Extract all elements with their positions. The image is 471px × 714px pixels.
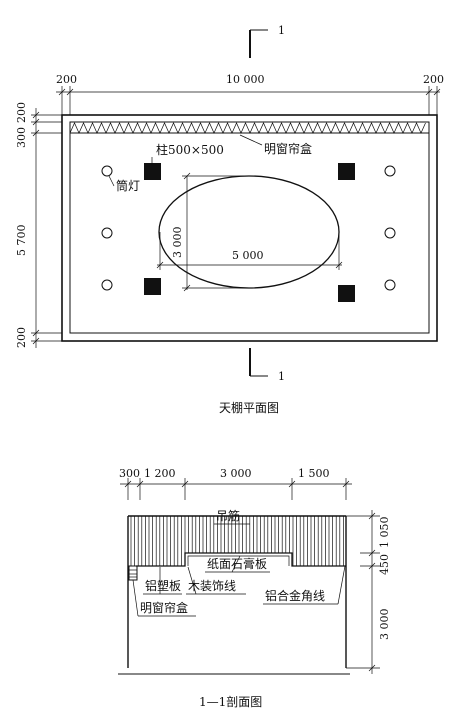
dim-sec-1050: 1 050	[378, 517, 391, 549]
downlight-icon	[101, 279, 113, 291]
label-column: 柱500×500	[156, 142, 224, 157]
label-curtain-box-section: 明窗帘盒	[140, 600, 188, 615]
hanger-rods	[130, 516, 344, 566]
section-mark-top: 1	[249, 24, 285, 58]
downlight-icon	[101, 227, 113, 239]
section-top-dimension: 300 1 200 3 000 1 500	[119, 467, 352, 500]
ellipse-width-dimension: 5 000	[156, 232, 343, 270]
dim-ellipse-5000: 5 000	[232, 249, 264, 262]
room-outer-outline	[61, 114, 438, 342]
dim-height-5700: 5 700	[15, 225, 28, 257]
elliptical-ceiling-recess	[158, 175, 340, 289]
ellipse-height-dimension: 3 000	[171, 172, 250, 292]
label-downlight: 筒灯	[116, 178, 140, 193]
curtain-box-plan	[69, 122, 429, 134]
dim-top-200: 200	[15, 102, 28, 123]
column-top-right	[338, 163, 355, 180]
dim-sec-1200: 1 200	[144, 467, 176, 480]
ceiling-profile	[136, 552, 346, 567]
column-top-left	[144, 163, 161, 180]
curtain-box-section	[128, 565, 138, 581]
plan-title: 天棚平面图	[219, 400, 279, 415]
dim-bottom-200: 200	[15, 327, 28, 348]
dim-left-200: 200	[56, 73, 77, 86]
label-wood-trim: 木装饰线	[188, 579, 236, 593]
dim-sec-3000: 3 000	[220, 467, 252, 480]
dim-sec-300: 300	[119, 467, 140, 480]
section-title: 1—1剖面图	[199, 695, 262, 709]
label-aluminum-angle: 铝合金角线	[265, 588, 325, 603]
column-bottom-right	[338, 285, 355, 302]
dim-top-300: 300	[15, 127, 28, 148]
column-bottom-left	[144, 278, 161, 295]
downlight-icon	[384, 279, 396, 291]
dim-sec-1500: 1 500	[298, 467, 330, 480]
section-right-dimension: 1 050 450 3 000	[346, 510, 391, 674]
room-inner-outline	[69, 121, 430, 334]
dim-right-200: 200	[423, 73, 444, 86]
dim-sec-450: 450	[378, 554, 391, 575]
wood-trim-line	[187, 555, 290, 566]
label-hanger: 吊筋	[216, 508, 240, 523]
label-curtain-box: 明窗帘盒	[264, 141, 312, 156]
downlight-icon	[101, 165, 113, 177]
plan-left-dimension: 200 300 5 700 200	[15, 102, 62, 348]
label-gypsum: 纸面石膏板	[207, 556, 267, 571]
svg-text:1: 1	[278, 24, 285, 37]
downlight-icon	[384, 227, 396, 239]
section-mark-bottom: 1	[249, 348, 285, 383]
dim-width-10000: 10 000	[226, 73, 265, 86]
downlight-icon	[384, 165, 396, 177]
label-aluminum-plastic: 铝塑板	[145, 578, 181, 593]
dim-sec-3000h: 3 000	[378, 609, 391, 641]
section-1-1: 300 1 200 3 000 1 500 1 050 450 3 000	[118, 467, 391, 709]
ceiling-plan: 1 1 200 10 000 200	[15, 24, 444, 415]
dim-ellipse-3000: 3 000	[171, 227, 184, 259]
plan-top-dimension: 200 10 000 200	[56, 73, 444, 115]
svg-text:1: 1	[278, 370, 285, 383]
